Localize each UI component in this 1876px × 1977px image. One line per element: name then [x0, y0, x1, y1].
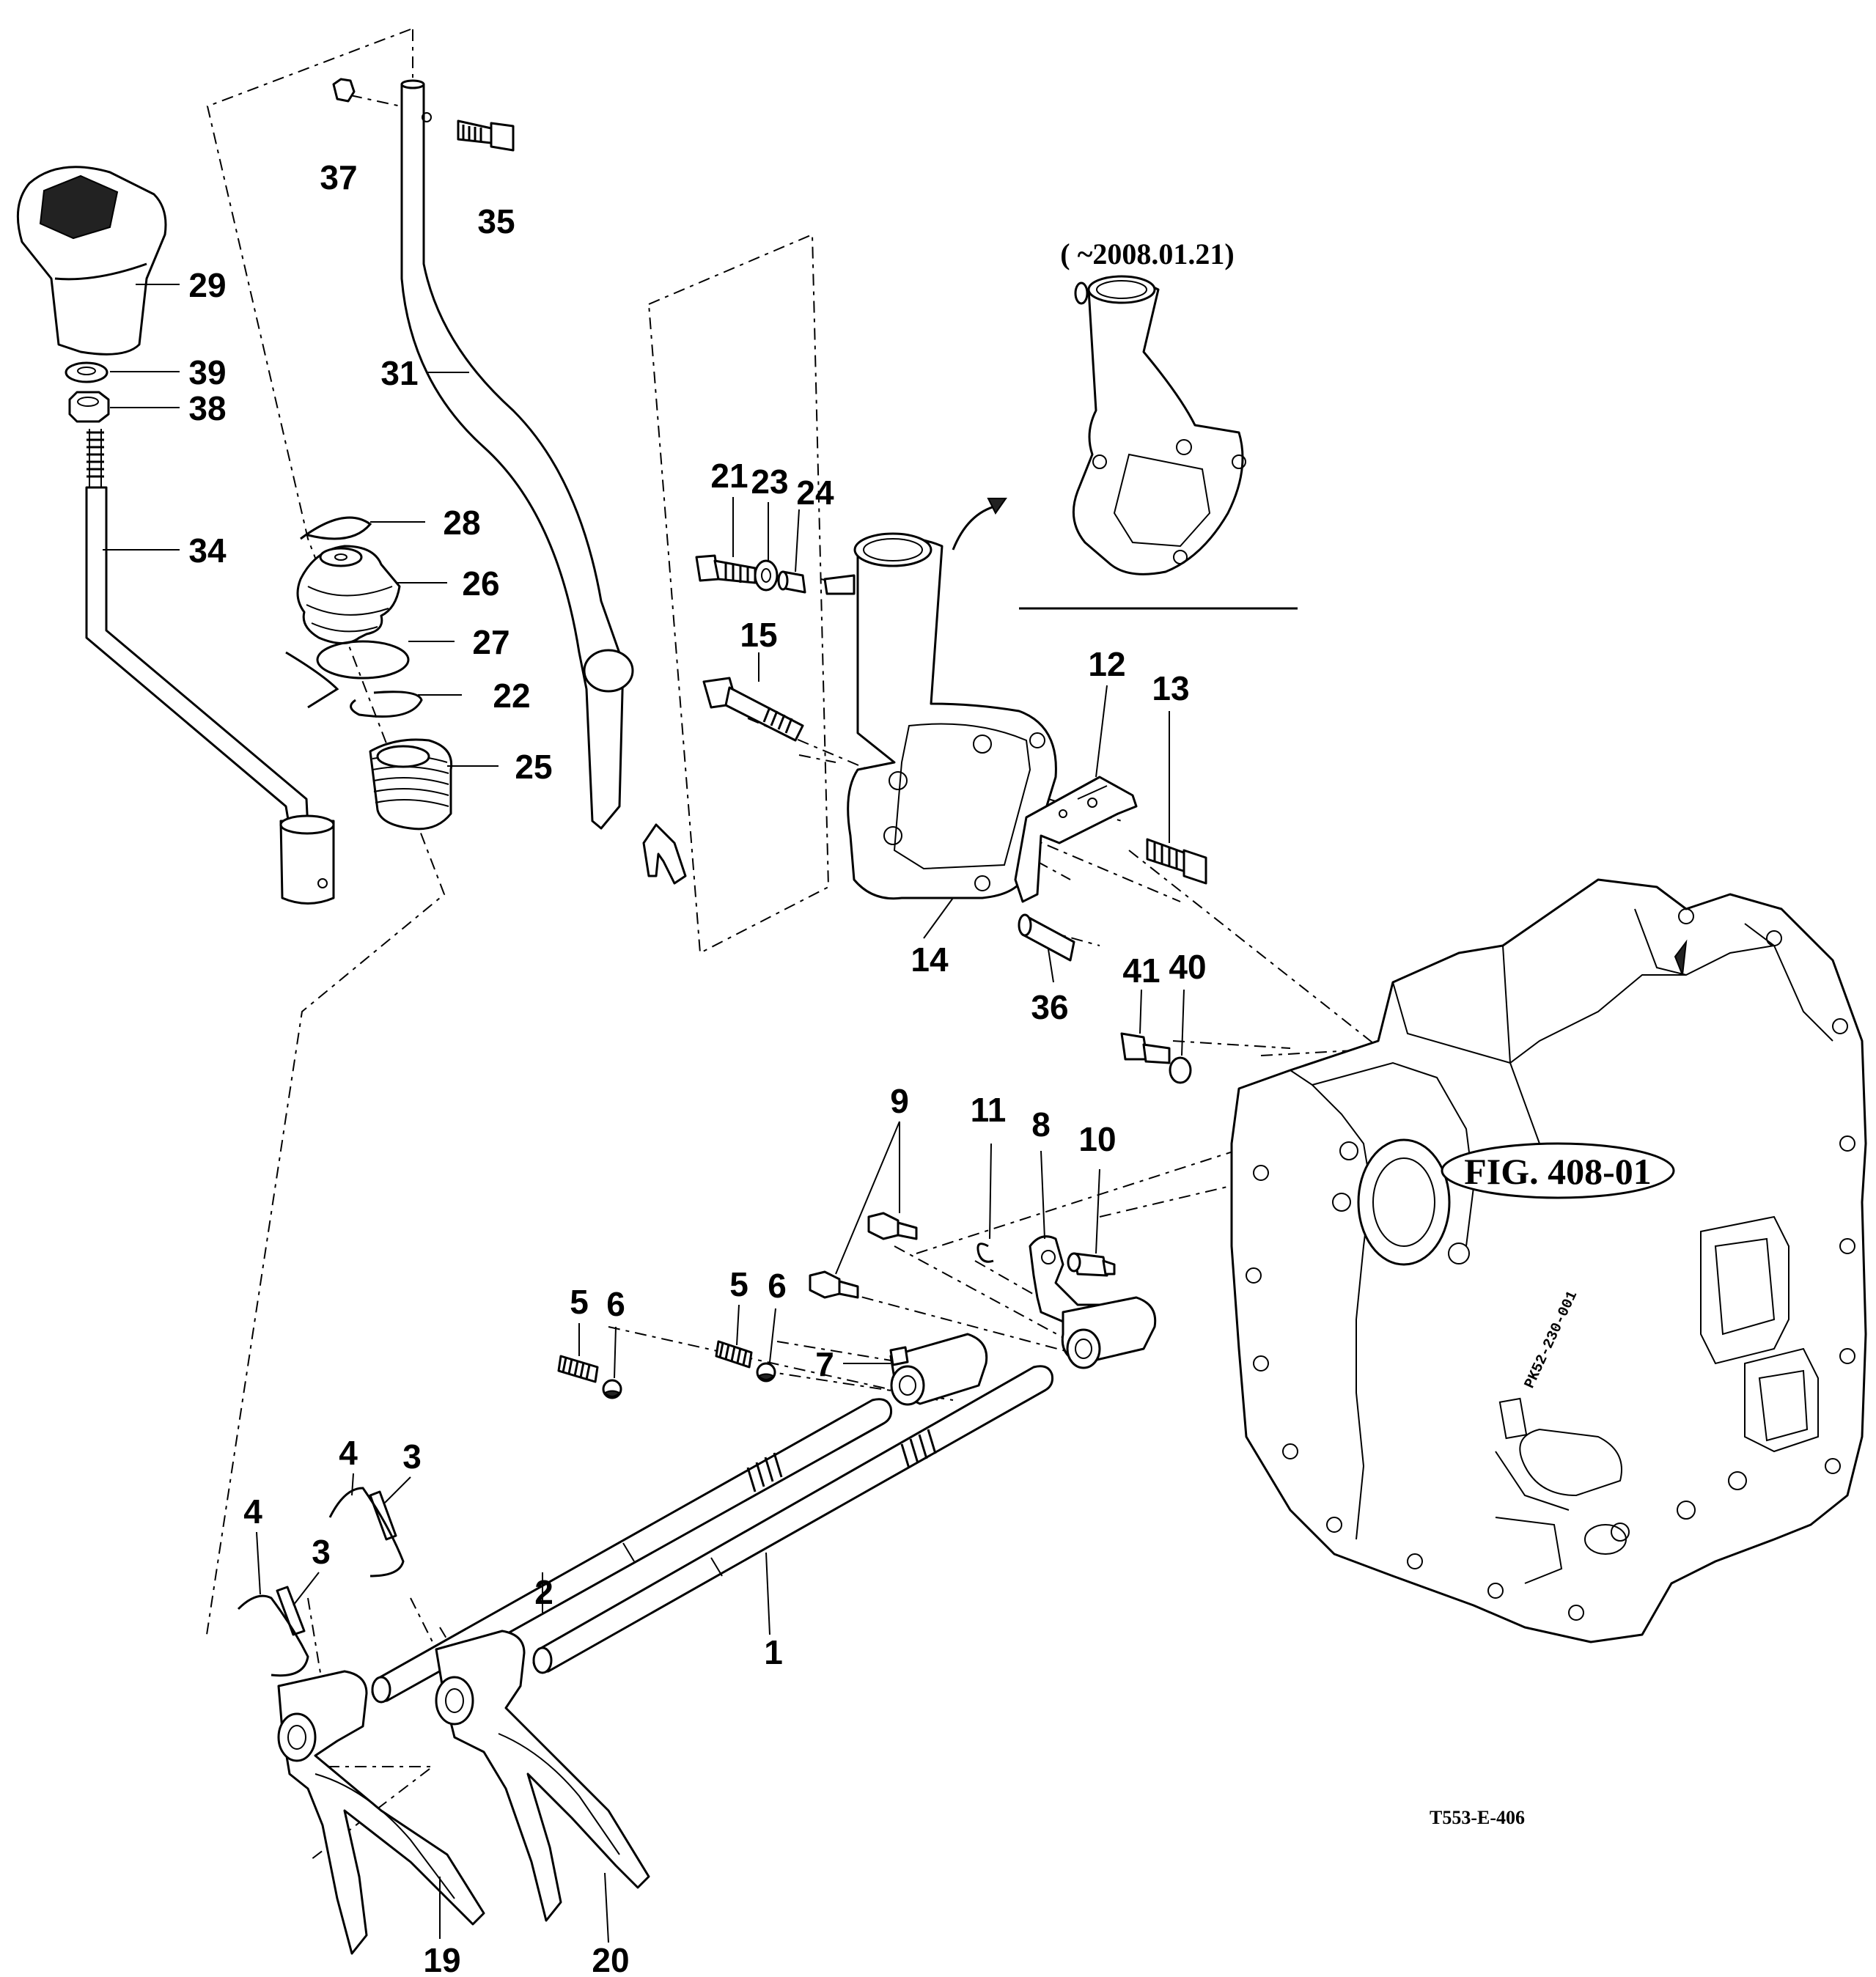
upper-shift-lever	[400, 79, 687, 885]
detent-spring-5b	[715, 1340, 753, 1369]
figure-reference: FIG. 408-01	[1464, 1151, 1652, 1192]
lower-shift-lever	[85, 429, 335, 905]
snap-ring	[350, 691, 423, 718]
part-number: 7	[815, 1345, 834, 1383]
part-number: 10	[1078, 1120, 1116, 1158]
leader-lines	[103, 284, 1185, 1943]
lever-nut	[332, 78, 356, 103]
snap-ring-small	[300, 516, 372, 540]
bolt-9a	[867, 1212, 918, 1240]
bolt-15	[702, 677, 804, 742]
part-number: 28	[443, 504, 480, 542]
interlock-block-7	[889, 1333, 988, 1406]
rubber-boot	[296, 545, 401, 644]
part-number: 24	[796, 474, 834, 512]
part-number: 4	[243, 1492, 262, 1531]
shifter-arm-8	[1029, 1235, 1157, 1369]
part-number: 8	[1031, 1105, 1051, 1144]
earlier-version-housing	[1019, 275, 1298, 610]
washer-23	[754, 559, 779, 592]
part-number: 38	[188, 389, 226, 427]
part-number: 5	[570, 1283, 589, 1321]
lever-bolt	[457, 119, 515, 152]
shift-fork-20	[435, 1630, 650, 1922]
plug-41	[1120, 1032, 1171, 1064]
e-clip-11	[976, 1242, 994, 1263]
o-ring	[285, 640, 410, 709]
clip-4b	[328, 1487, 405, 1577]
spring-pin-3b	[369, 1490, 397, 1541]
transmission-case: PK52-230-001	[1230, 878, 1867, 1643]
part-number: 3	[312, 1533, 331, 1571]
part-number: 22	[493, 677, 530, 715]
drawing-code: T553-E-406	[1430, 1807, 1525, 1828]
nut	[68, 391, 110, 423]
part-number: 15	[740, 616, 777, 654]
shift-rod-2	[371, 1398, 892, 1704]
part-number: 37	[320, 158, 357, 196]
part-number: 2	[534, 1573, 553, 1611]
bolt-13	[1146, 838, 1207, 885]
clip-4a	[237, 1594, 309, 1677]
reference-arrow	[952, 498, 1007, 551]
date-note: ( ~2008.01.21)	[1060, 238, 1234, 270]
shift-knob	[16, 166, 167, 356]
part-number: 19	[423, 1941, 460, 1977]
part-number: 29	[188, 266, 226, 304]
pin-24	[777, 570, 806, 594]
part-number: 26	[462, 564, 499, 603]
part-number: 20	[592, 1941, 629, 1977]
part-number: 6	[768, 1267, 787, 1305]
part-number: 12	[1088, 645, 1125, 683]
bolt-9b	[809, 1270, 859, 1299]
part-number: 13	[1152, 669, 1189, 707]
detent-ball-6b	[756, 1362, 776, 1383]
part-number: 9	[890, 1082, 909, 1120]
shift-fork-19	[277, 1670, 485, 1955]
part-number: 27	[472, 623, 510, 661]
shift-rod-1	[532, 1365, 1053, 1674]
lever-guide-housing	[823, 532, 1057, 900]
part-number: 4	[339, 1434, 358, 1472]
part-number-labels: 37 35 29 39 38 31 34 28 26 27 22 25 21 2…	[188, 158, 1206, 1977]
part-number: 31	[380, 354, 418, 392]
part-number: 3	[402, 1437, 422, 1476]
part-number: 5	[729, 1265, 748, 1303]
spring-coil	[369, 738, 453, 831]
figure-reference-badge: FIG. 408-01	[1441, 1142, 1675, 1199]
assembly-guide-lines	[206, 29, 1408, 1863]
bracket-12	[1014, 776, 1138, 903]
part-number: 36	[1031, 988, 1068, 1026]
detent-ball-6a	[602, 1379, 622, 1399]
part-number: 6	[606, 1285, 625, 1323]
part-number: 23	[751, 463, 788, 501]
part-number: 25	[515, 748, 552, 786]
o-ring-40	[1169, 1056, 1192, 1084]
part-number: 21	[710, 457, 748, 495]
detent-spring-5a	[557, 1355, 599, 1383]
part-number: 14	[911, 940, 949, 979]
part-number: 11	[971, 1091, 1007, 1129]
part-number: 39	[188, 353, 226, 391]
part-number: 34	[188, 531, 227, 570]
part-number: 35	[477, 202, 515, 240]
part-number: 1	[764, 1633, 783, 1671]
part-number: 40	[1169, 948, 1206, 986]
part-number: 41	[1122, 951, 1160, 990]
pin-10	[1067, 1252, 1116, 1277]
washer	[65, 361, 108, 383]
bolt-21	[695, 554, 757, 584]
pin-36	[1018, 913, 1075, 962]
